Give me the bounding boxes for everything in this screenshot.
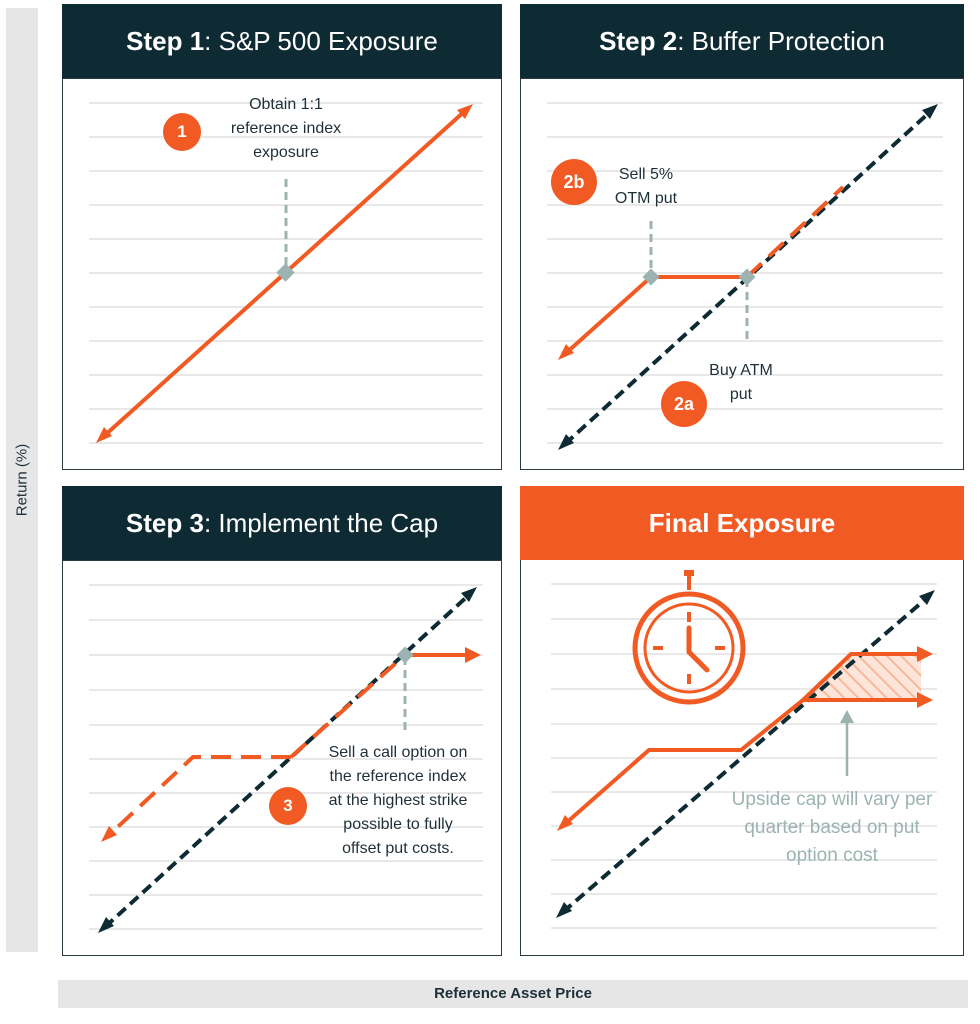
final-low-arrow-right — [917, 692, 933, 708]
step2-arrow-down — [558, 344, 574, 360]
note-line: reference index — [230, 120, 342, 137]
y-axis-label: Return (%) — [13, 443, 31, 517]
step2-chart: 2b Sell 5% OTM put 2a Buy ATM put — [520, 78, 964, 470]
x-axis-label: Reference Asset Price — [434, 985, 592, 1002]
final-note: Upside cap will vary per quarter based o… — [721, 786, 943, 870]
final-low-arrow-left — [557, 815, 573, 831]
final-chart: Upside cap will vary per quarter based o… — [520, 560, 964, 956]
step2-panel: Step 2: Buffer Protection 2b Se — [520, 4, 964, 470]
step2a-badge: 2a — [661, 381, 707, 427]
step2a-note: Buy ATM put — [699, 359, 783, 407]
step3-panel: Step 3: Implement the Cap 3 Sel — [62, 486, 502, 956]
step3-index-arrow-down — [98, 917, 114, 933]
final-payoff-low — [563, 698, 919, 826]
step3-buffer-arrow — [101, 826, 117, 842]
final-payoff-high — [801, 652, 919, 702]
x-axis-band — [58, 980, 968, 1008]
step3-number: Step 3 — [125, 507, 204, 538]
step2-index-arrow-up — [922, 104, 938, 119]
step1-chart: 1 Obtain 1:1 reference index exposure — [62, 78, 502, 470]
note-line: Upside cap will vary per — [731, 789, 933, 810]
step1-badge: 1 — [163, 113, 201, 151]
step1-marker — [276, 263, 295, 282]
step1-title: : S&P 500 Exposure — [204, 25, 438, 56]
note-line: Sell a call option on — [328, 744, 468, 761]
step1-arrow-up — [457, 104, 473, 119]
note-line: Obtain 1:1 — [249, 96, 323, 113]
cap-pointer-arrow — [840, 710, 854, 723]
step3-badge: 3 — [269, 787, 307, 825]
step3-buffer-dashed — [107, 755, 291, 837]
final-header: Final Exposure — [520, 486, 964, 560]
step2-marker-otm — [642, 268, 660, 286]
step1-header: Step 1 : S&P 500 Exposure — [62, 4, 502, 78]
note-line: Buy ATM — [709, 362, 773, 379]
final-index-line — [561, 595, 930, 914]
step3-index-arrow-up — [461, 587, 477, 602]
step1-number: Step 1 — [126, 25, 205, 56]
note-line: quarter based on put — [744, 817, 920, 838]
final-index-arrow-down — [556, 902, 572, 918]
note-line: possible to fully — [343, 816, 453, 833]
cap-variation-hatch — [803, 654, 921, 700]
step3-header: Step 3: Implement the Cap — [62, 486, 502, 560]
note-line: Sell 5% — [618, 166, 674, 183]
step3-title: : Implement the Cap — [203, 507, 439, 538]
y-axis-band — [6, 8, 38, 952]
final-index-arrow-up — [919, 590, 935, 605]
note-line: option cost — [786, 845, 878, 866]
final-title: Final Exposure — [648, 507, 836, 538]
step2-marker-atm — [738, 268, 756, 286]
final-high-arrow-right — [917, 646, 933, 662]
step2b-note: Sell 5% OTM put — [601, 163, 691, 211]
note-line: offset put costs. — [342, 840, 454, 857]
step2b-badge: 2b — [551, 159, 597, 205]
step3-note: Sell a call option on the reference inde… — [307, 741, 489, 861]
step2-header: Step 2: Buffer Protection — [520, 4, 964, 78]
step2-upside-dashed — [745, 185, 845, 279]
step2-gridlines — [547, 102, 943, 444]
stopwatch-icon — [632, 570, 746, 705]
note-line: OTM put — [614, 190, 678, 207]
step2-index-arrow-down — [558, 434, 574, 450]
step3-chart: 3 Sell a call option on the reference in… — [62, 560, 502, 956]
final-panel: Final Exposure — [520, 486, 964, 956]
step3-index-line — [103, 592, 472, 929]
step2-buffer-line — [563, 275, 747, 356]
step3-cap-arrow — [465, 647, 481, 663]
note-line: the reference index — [329, 768, 467, 785]
step3-marker — [396, 646, 414, 664]
step1-arrow-down — [96, 427, 112, 443]
step2-title: : Buffer Protection — [677, 25, 885, 56]
step2-number: Step 2 — [599, 25, 678, 56]
step1-gridlines — [89, 102, 483, 444]
note-line: at the highest strike — [328, 792, 468, 809]
step3-upside-line — [289, 653, 407, 759]
step1-panel: Step 1 : S&P 500 Exposure 1 Obtain 1:1 r… — [62, 4, 502, 470]
note-line: put — [729, 386, 753, 403]
note-line: exposure — [253, 144, 319, 161]
step1-note: Obtain 1:1 reference index exposure — [203, 93, 369, 165]
